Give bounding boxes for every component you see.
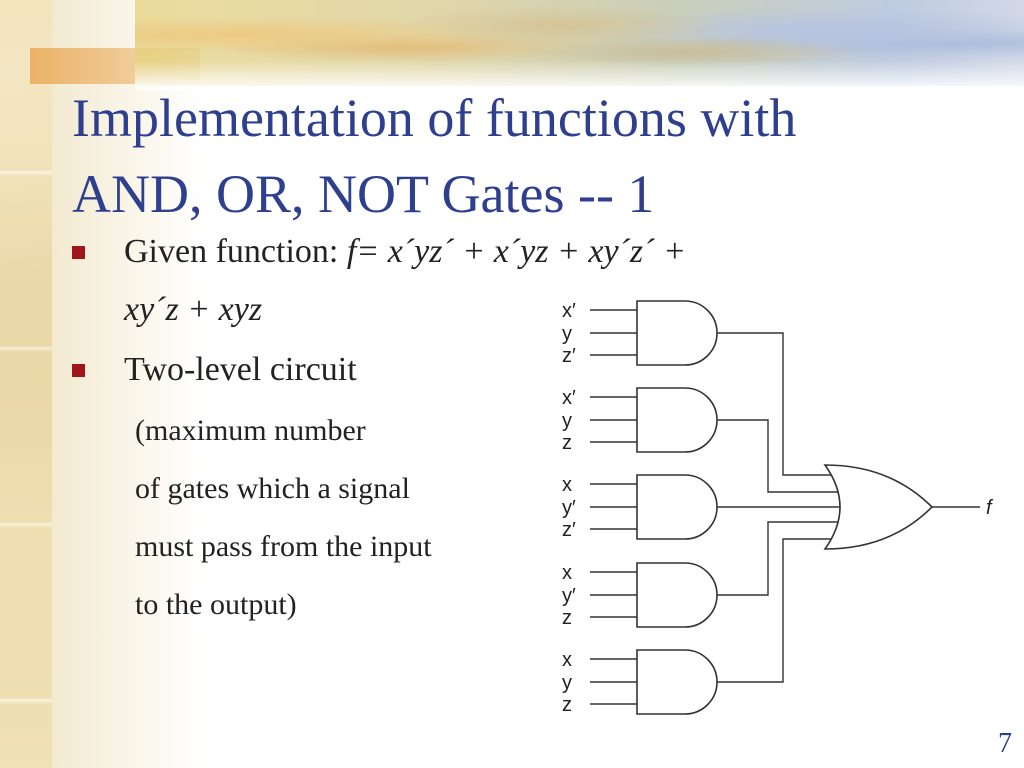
and-gate-1-input-3-label: z′ xyxy=(562,345,576,367)
and-gate-3: x y′ z′ xyxy=(562,474,718,541)
and-gate-4: x y′ z xyxy=(562,562,718,629)
and-gate-4-input-2-label: y′ xyxy=(562,585,576,607)
slide-title-line-1: Implementation of functions with xyxy=(72,88,797,148)
function-expression-line-1: f= x´yz´ + x´yz + xy´z´ + xyxy=(346,233,686,270)
and-gate-5-input-1-label: x xyxy=(562,649,572,671)
definition-line-4: to the output) xyxy=(135,588,297,621)
and-gate-3-input-3-label: z′ xyxy=(562,519,576,541)
or-gate: f xyxy=(823,464,994,550)
interconnect-wires xyxy=(717,332,840,683)
decorative-left-strip xyxy=(0,0,52,768)
decorative-left-fade xyxy=(52,0,202,768)
and-gate-3-input-2-label: y′ xyxy=(562,497,576,519)
and-gate-5: x y z xyxy=(562,649,718,716)
and-gate-1-input-1-label: x′ xyxy=(562,300,576,322)
bullet-text: Given function: f= x´yz´ + x´yz + xy´z´ … xyxy=(124,230,686,274)
and-gate-4-input-3-label: z xyxy=(562,607,572,629)
function-expression-line-2: xy´z + xyz xyxy=(124,291,263,328)
and-or-circuit-diagram: x′ y z′ x′ y z x y′ z′ x y′ z x y z xyxy=(562,300,994,716)
slide-title-line-2: AND, OR, NOT Gates -- 1 xyxy=(72,164,655,224)
and-gate-2: x′ y z xyxy=(562,387,718,454)
definition-line-2: of gates which a signal xyxy=(135,472,410,505)
bullet-square-icon xyxy=(72,246,85,259)
output-f-label: f xyxy=(986,497,994,519)
definition-line-3: must pass from the input xyxy=(135,530,432,563)
and-gate-2-input-1-label: x′ xyxy=(562,387,576,409)
and-gate-3-input-1-label: x xyxy=(562,474,572,496)
and-gate-1: x′ y z′ xyxy=(562,300,718,367)
definition-line-1: (maximum number xyxy=(135,414,366,447)
given-function-label: Given function: xyxy=(124,233,347,270)
two-level-circuit-label: Two-level circuit xyxy=(124,351,357,388)
and-gate-5-input-3-label: z xyxy=(562,694,572,716)
slide-title: Implementation of functions with AND, OR… xyxy=(72,80,972,232)
and-gate-2-input-2-label: y xyxy=(562,410,572,432)
and-gate-1-input-2-label: y xyxy=(562,323,572,345)
page-number: 7 xyxy=(998,728,1012,759)
and-gate-5-input-2-label: y xyxy=(562,672,572,694)
decorative-top-banner-fade xyxy=(135,60,1024,90)
bullet-square-icon xyxy=(72,364,85,377)
and-gate-2-input-3-label: z xyxy=(562,432,572,454)
and-gate-4-input-1-label: x xyxy=(562,562,572,584)
